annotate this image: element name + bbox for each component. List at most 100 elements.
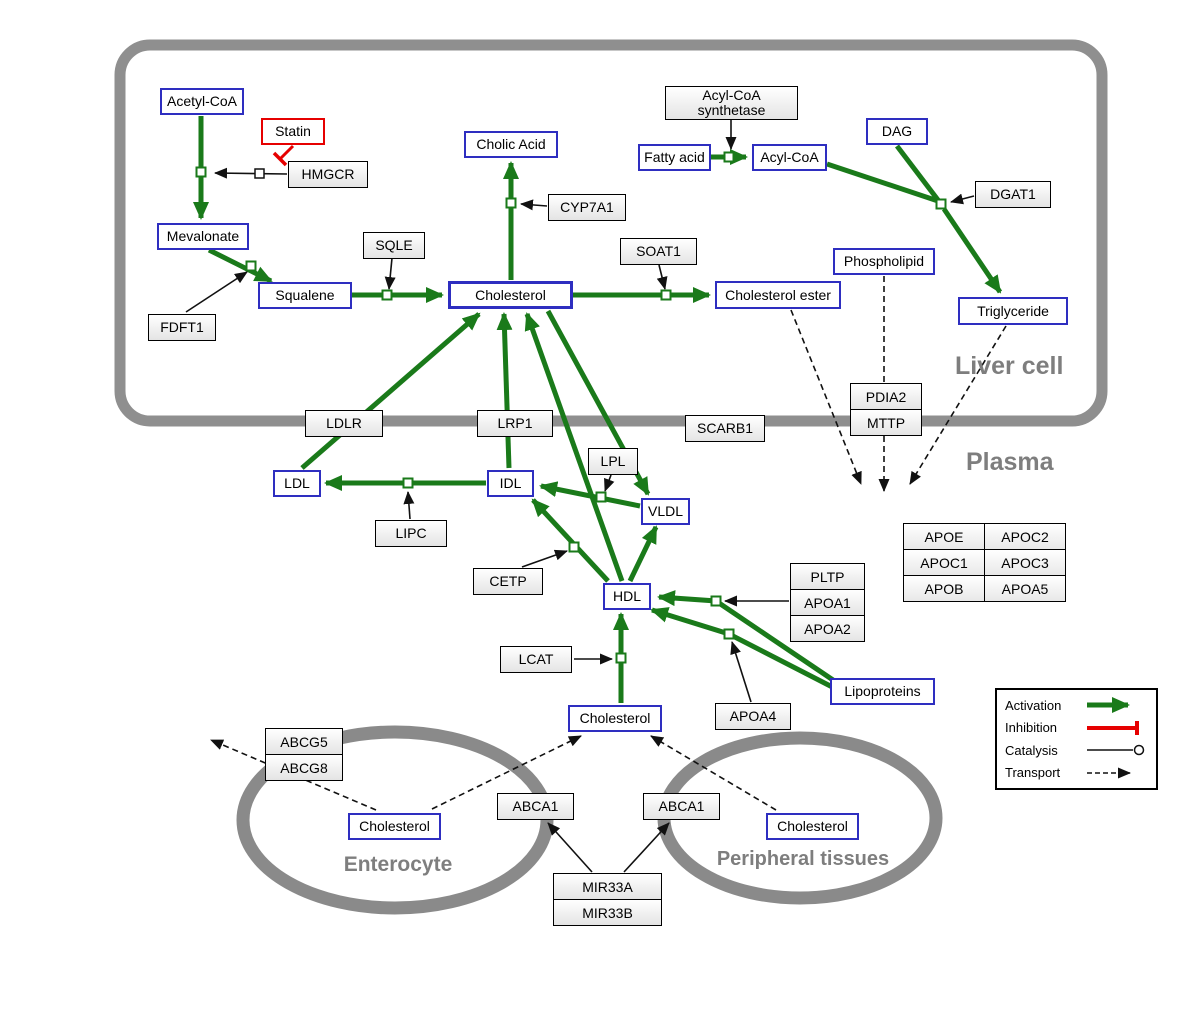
node-apoc3[interactable]: APOC3 bbox=[985, 550, 1065, 575]
node-cholic-acid[interactable]: Cholic Acid bbox=[464, 131, 558, 158]
edge-cholester-secretion bbox=[790, 309, 862, 485]
edge-dag-dgat1 bbox=[895, 144, 940, 202]
edge-mir33-abca1-right bbox=[623, 822, 670, 873]
edge-hdl-cholesterol bbox=[524, 312, 625, 582]
node-fatty-acid[interactable]: Fatty acid bbox=[638, 144, 711, 171]
node-apoa4[interactable]: APOA4 bbox=[715, 703, 791, 730]
edge-cyp7a1-catalysis bbox=[520, 199, 548, 211]
stack-mir33a-mir33b: MIR33A MIR33B bbox=[553, 873, 662, 926]
edge-cetp-catalysis bbox=[521, 549, 568, 568]
inhibition-edge-statin-hmgcr bbox=[272, 144, 295, 167]
legend-activation: Activation bbox=[1005, 695, 1148, 715]
edge-dgat1-catalysis bbox=[950, 193, 975, 205]
node-apoa2[interactable]: APOA2 bbox=[791, 616, 864, 641]
node-pdia2[interactable]: PDIA2 bbox=[851, 384, 921, 409]
node-apoa5[interactable]: APOA5 bbox=[985, 576, 1065, 601]
legend-activation-label: Activation bbox=[1005, 697, 1062, 713]
legend-catalysis-label: Catalysis bbox=[1005, 742, 1058, 758]
node-statin[interactable]: Statin bbox=[261, 118, 325, 145]
node-cyp7a1[interactable]: CYP7A1 bbox=[548, 194, 626, 221]
edge-vldl-idl bbox=[539, 481, 641, 509]
node-scarb1[interactable]: SCARB1 bbox=[685, 415, 765, 442]
edge-hmgcr-catalysis bbox=[214, 167, 288, 179]
node-lrp1[interactable]: LRP1 bbox=[477, 410, 553, 437]
node-lipoproteins[interactable]: Lipoproteins bbox=[830, 678, 935, 705]
legend-catalysis: Catalysis bbox=[1005, 740, 1148, 760]
enterocyte-membrane bbox=[236, 725, 554, 915]
edge-fdft1-catalysis bbox=[185, 271, 248, 313]
node-cetp[interactable]: CETP bbox=[473, 568, 543, 595]
reaction-nodes bbox=[195, 151, 947, 664]
hmgcr-catalysis-node bbox=[254, 168, 265, 179]
edge-lipc-catalysis bbox=[403, 491, 415, 520]
apolipoprotein-table: APOE APOC2 APOC1 APOC3 APOB APOA5 bbox=[903, 523, 1066, 602]
node-dag[interactable]: DAG bbox=[866, 118, 928, 145]
edge-hdl-idl bbox=[531, 498, 610, 583]
node-soat1[interactable]: SOAT1 bbox=[620, 238, 697, 265]
inhibition-tee-icon bbox=[1087, 720, 1139, 735]
node-cholesterol-liver[interactable]: Cholesterol bbox=[448, 281, 573, 309]
node-dgat1[interactable]: DGAT1 bbox=[975, 181, 1051, 208]
edge-lpl-catalysis bbox=[604, 474, 615, 492]
peripheral-tissues-label: Peripheral tissues bbox=[716, 848, 890, 870]
node-abcg8[interactable]: ABCG8 bbox=[266, 755, 342, 780]
node-cholesterol-enterocyte[interactable]: Cholesterol bbox=[348, 813, 441, 840]
node-abcg5[interactable]: ABCG5 bbox=[266, 729, 342, 754]
node-apoe[interactable]: APOE bbox=[904, 524, 984, 549]
edge-ldl-cholesterol bbox=[300, 312, 481, 470]
edge-idl-cholesterol bbox=[496, 312, 513, 469]
node-mir33a[interactable]: MIR33A bbox=[554, 874, 661, 899]
node-vldl[interactable]: VLDL bbox=[641, 498, 690, 525]
edge-dgat1-triglyceride bbox=[941, 207, 1003, 294]
node-apob[interactable]: APOB bbox=[904, 576, 984, 601]
edge-apoa4-catalysis bbox=[730, 641, 752, 703]
node-mevalonate[interactable]: Mevalonate bbox=[157, 223, 249, 250]
node-cholesterol-ester[interactable]: Cholesterol ester bbox=[715, 281, 841, 309]
node-apoc2[interactable]: APOC2 bbox=[985, 524, 1065, 549]
node-lcat[interactable]: LCAT bbox=[500, 646, 572, 673]
node-squalene[interactable]: Squalene bbox=[258, 282, 352, 309]
stack-pltp-apoa1-apoa2: PLTP APOA1 APOA2 bbox=[790, 563, 865, 642]
legend: Activation Inhibition Catalysis Transpor… bbox=[995, 688, 1158, 790]
node-lpl[interactable]: LPL bbox=[588, 448, 638, 475]
edge-mevalonate-squalene bbox=[207, 247, 273, 284]
transport-edges bbox=[210, 276, 1007, 811]
edge-soat1-catalysis bbox=[656, 264, 668, 290]
node-sqle[interactable]: SQLE bbox=[363, 232, 425, 259]
edge-hdl-vldl bbox=[627, 525, 659, 583]
node-cholesterol-peripheral[interactable]: Cholesterol bbox=[766, 813, 859, 840]
node-abca1-left[interactable]: ABCA1 bbox=[497, 793, 574, 820]
node-cholesterol-plasma[interactable]: Cholesterol bbox=[568, 705, 662, 732]
node-hdl[interactable]: HDL bbox=[603, 583, 651, 610]
node-apoc1[interactable]: APOC1 bbox=[904, 550, 984, 575]
activation-arrow-icon bbox=[1087, 697, 1130, 714]
node-phospholipid[interactable]: Phospholipid bbox=[833, 248, 935, 275]
node-ldl[interactable]: LDL bbox=[273, 470, 321, 497]
node-pltp[interactable]: PLTP bbox=[791, 564, 864, 589]
enterocyte-label: Enterocyte bbox=[343, 853, 453, 876]
edge-mir33-abca1-left bbox=[547, 822, 593, 873]
catalysis-edges bbox=[185, 120, 975, 873]
node-mttp[interactable]: MTTP bbox=[851, 410, 921, 435]
node-fdft1[interactable]: FDFT1 bbox=[148, 314, 216, 341]
legend-transport-label: Transport bbox=[1005, 765, 1061, 781]
node-acyl-coa[interactable]: Acyl-CoA bbox=[752, 144, 827, 171]
node-acyl-coa-synthetase[interactable]: Acyl-CoA synthetase bbox=[665, 86, 798, 120]
node-hmgcr[interactable]: HMGCR bbox=[288, 161, 368, 188]
node-idl[interactable]: IDL bbox=[487, 470, 534, 497]
node-ldlr[interactable]: LDLR bbox=[305, 410, 383, 437]
edge-acylcoa-dgat1 bbox=[826, 161, 939, 204]
legend-transport: Transport bbox=[1005, 763, 1148, 783]
node-lipc[interactable]: LIPC bbox=[375, 520, 447, 547]
edge-triglyceride-secretion bbox=[909, 325, 1007, 485]
legend-inhibition-label: Inhibition bbox=[1005, 720, 1058, 736]
node-triglyceride[interactable]: Triglyceride bbox=[958, 297, 1068, 325]
node-apoa1[interactable]: APOA1 bbox=[791, 590, 864, 615]
edge-enterocyte-abca1-efflux bbox=[431, 735, 582, 810]
node-mir33b[interactable]: MIR33B bbox=[554, 900, 661, 925]
node-acetyl-coa[interactable]: Acetyl-CoA bbox=[160, 88, 244, 115]
stack-pdia2-mttp: PDIA2 MTTP bbox=[850, 383, 922, 436]
node-abca1-right[interactable]: ABCA1 bbox=[643, 793, 720, 820]
liver-cell-membrane bbox=[114, 39, 1108, 427]
